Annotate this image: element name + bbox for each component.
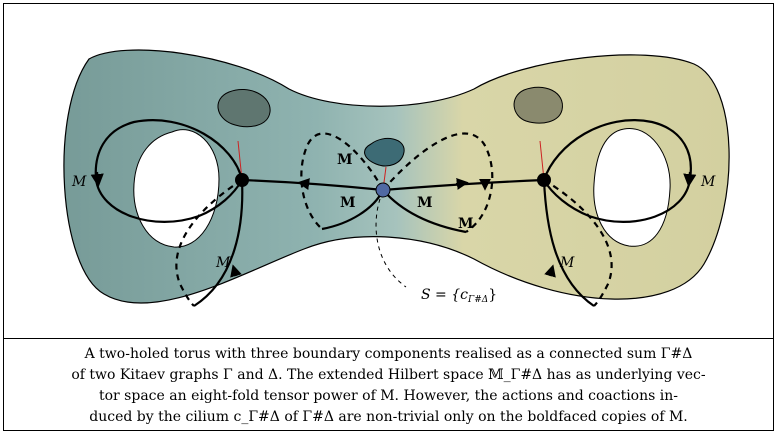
center-right-loop-solid <box>382 189 467 234</box>
left-vertex <box>235 173 249 187</box>
cilium-set-label: S = {cΓ#Δ} <box>421 287 497 305</box>
diagram-area: M M M M M M M M S = {cΓ#Δ} <box>4 4 773 339</box>
right-hole <box>593 128 671 247</box>
left-lower-arrow <box>230 264 242 278</box>
left-lower-edge-solid <box>193 179 244 307</box>
left-horizontal-edge <box>241 178 384 192</box>
left-boundary-blob <box>217 89 271 128</box>
cilium-set-sub: Γ#Δ <box>467 295 488 305</box>
caption-line-1: A two-holed torus with three boundary co… <box>84 346 693 362</box>
center-vertex <box>375 182 391 198</box>
right-boundary-blob <box>513 86 563 124</box>
figure-caption: A two-holed torus with three boundary co… <box>4 344 773 430</box>
center-boundary-blob <box>364 137 405 167</box>
figure-frame: M M M M M M M M S = {cΓ#Δ} A two-holed t… <box>3 3 774 431</box>
right-vertex <box>537 173 551 187</box>
cilium-set-eq: S = {c <box>421 287 468 303</box>
caption-line-2: of two Kitaev graphs Γ and Δ. The extend… <box>71 367 706 383</box>
cilium-pointer <box>375 198 407 288</box>
label-left-loop: M <box>71 174 87 190</box>
label-center-right: M <box>417 195 433 211</box>
center-right-loop-dashed <box>382 132 494 233</box>
right-lower-edge-solid <box>542 179 595 307</box>
right-lower-edge-dashed <box>543 179 613 307</box>
right-lower-arrow <box>544 264 556 278</box>
center-left-loop-dashed <box>300 132 384 230</box>
caption-line-3: tor space an eight-fold tensor power of … <box>98 388 678 404</box>
label-right-lower: M <box>559 255 575 271</box>
label-center-upper: M <box>337 152 353 168</box>
right-loop-arrow <box>683 171 697 188</box>
label-right-loop: M <box>700 174 716 190</box>
left-lower-edge-dashed <box>175 179 243 307</box>
right-horizontal-arrow <box>455 177 469 190</box>
torus-diagram: M M M M M M M M S = {cΓ#Δ} <box>63 49 730 307</box>
left-horizontal-arrow <box>297 178 310 190</box>
left-loop-arrow <box>90 171 104 188</box>
cilium-set-close: } <box>488 287 497 303</box>
label-center-left: M <box>340 195 356 211</box>
label-center-lower: M <box>458 216 474 232</box>
label-left-lower: M <box>215 255 231 271</box>
caption-line-4: duced by the cilium c_Γ#Δ of Γ#Δ are non… <box>89 409 688 425</box>
